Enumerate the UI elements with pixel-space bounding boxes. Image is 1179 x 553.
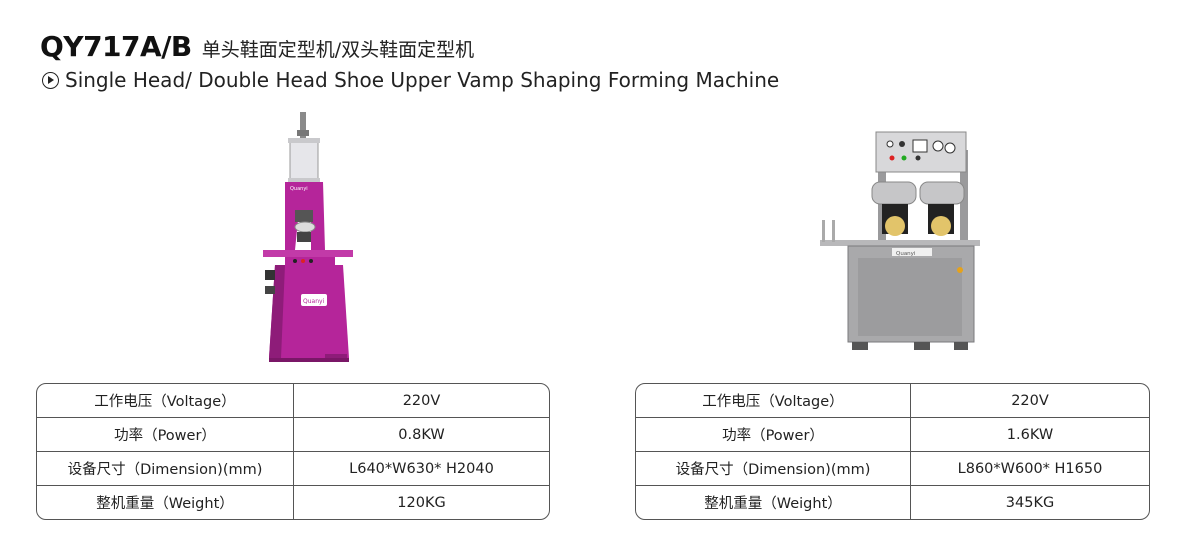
brand-logo-cabinet: Quanyi bbox=[896, 251, 916, 257]
spec-label: 工作电压（Voltage） bbox=[37, 384, 294, 418]
spec-table-single-head: 工作电压（Voltage） 220V 功率（Power） 0.8KW 设备尺寸（… bbox=[36, 383, 550, 520]
spec-value: 220V bbox=[294, 384, 549, 418]
spec-label: 整机重量（Weight） bbox=[37, 486, 294, 519]
model-number: QY717A/B bbox=[40, 30, 192, 63]
spec-label: 设备尺寸（Dimension)(mm) bbox=[37, 452, 294, 486]
table-row: 功率（Power） 0.8KW bbox=[37, 418, 549, 452]
spec-value: 220V bbox=[911, 384, 1149, 418]
brand-logo-base: Quanyi bbox=[303, 298, 325, 305]
spec-label: 功率（Power） bbox=[636, 418, 911, 452]
table-row: 整机重量（Weight） 345KG bbox=[636, 486, 1149, 519]
table-row: 工作电压（Voltage） 220V bbox=[636, 384, 1149, 418]
spec-value: 345KG bbox=[1005, 494, 1055, 511]
title-chinese: 单头鞋面定型机/双头鞋面定型机 bbox=[201, 39, 475, 61]
table-row: 整机重量（Weight） 120KG bbox=[37, 486, 549, 519]
machine-photo-double-head: Quanyi bbox=[818, 128, 983, 368]
spec-value: 0.8KW bbox=[294, 418, 549, 452]
spec-table-double-head: 工作电压（Voltage） 220V 功率（Power） 1.6KW 设备尺寸（… bbox=[635, 383, 1150, 520]
subtitle-row: Single Head/ Double Head Shoe Upper Vamp… bbox=[42, 68, 779, 92]
spec-value: 120KG bbox=[397, 494, 446, 511]
title-row: QY717A/B 单头鞋面定型机/双头鞋面定型机 bbox=[40, 30, 474, 63]
table-row: 设备尺寸（Dimension)(mm) L860*W600* H1650 bbox=[636, 452, 1149, 486]
spec-value: 1.6KW bbox=[911, 418, 1149, 452]
spec-label: 整机重量（Weight） bbox=[636, 486, 911, 519]
spec-label: 工作电压（Voltage） bbox=[636, 384, 911, 418]
brand-logo-top: Quanyi bbox=[290, 186, 308, 192]
play-circle-icon bbox=[42, 71, 59, 89]
spec-label: 功率（Power） bbox=[37, 418, 294, 452]
spec-label: 设备尺寸（Dimension)(mm) bbox=[636, 452, 911, 486]
spec-value: L860*W600* H1650 bbox=[911, 452, 1149, 486]
machine-photo-single-head: Quanyi Quanyi bbox=[255, 110, 365, 370]
table-row: 功率（Power） 1.6KW bbox=[636, 418, 1149, 452]
spec-value: L640*W630* H2040 bbox=[294, 452, 549, 486]
table-row: 工作电压（Voltage） 220V bbox=[37, 384, 549, 418]
title-english: Single Head/ Double Head Shoe Upper Vamp… bbox=[65, 68, 780, 92]
table-row: 设备尺寸（Dimension)(mm) L640*W630* H2040 bbox=[37, 452, 549, 486]
